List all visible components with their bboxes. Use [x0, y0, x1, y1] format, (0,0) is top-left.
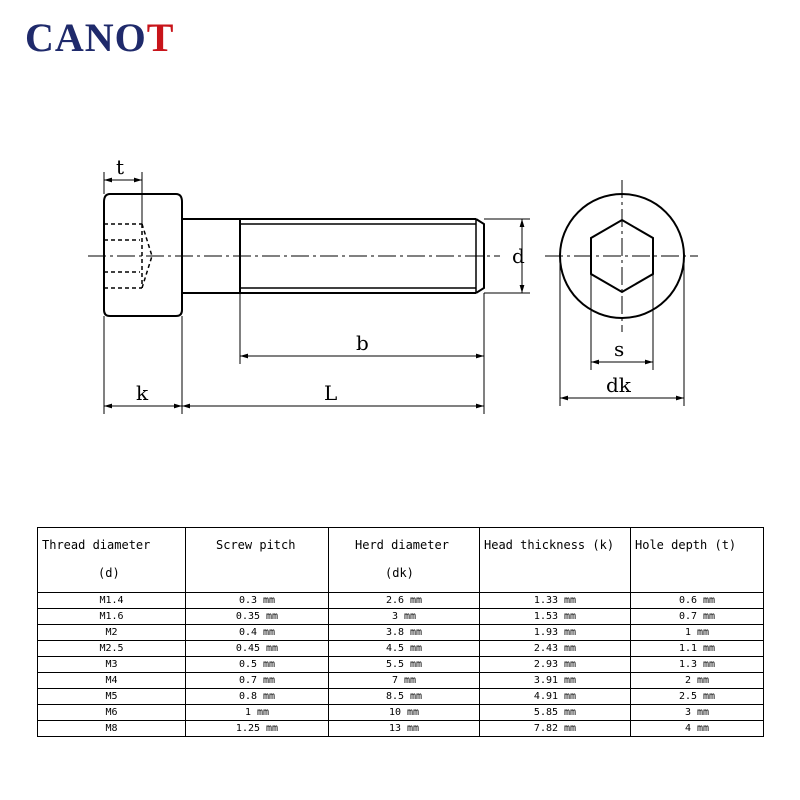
- cell-pitch: 0.4 mm: [185, 624, 329, 641]
- cell-thread: M6: [37, 704, 186, 721]
- size-spec-table: Thread diameter (d) Screw pitch Herd dia…: [37, 527, 764, 737]
- end-view: [545, 180, 698, 332]
- cell-head-diameter: 3.8 mm: [328, 624, 480, 641]
- label-s: s: [614, 337, 624, 361]
- cell-pitch: 1 mm: [185, 704, 329, 721]
- cell-head-thickness: 3.91 mm: [479, 672, 631, 689]
- header-head-diameter-label: Herd diameter: [355, 538, 449, 552]
- cell-hole-depth: 1.1 mm: [630, 640, 764, 657]
- cell-thread: M4: [37, 672, 186, 689]
- cell-head-thickness: 2.93 mm: [479, 656, 631, 673]
- cell-head-diameter: 4.5 mm: [328, 640, 480, 657]
- label-k: k: [136, 381, 149, 405]
- dimension-labels: t d b k L s dk: [116, 155, 632, 405]
- header-head-diameter: Herd diameter (dk): [328, 527, 480, 593]
- cell-thread: M1.6: [37, 608, 186, 625]
- table-row: M5 0.8 mm 8.5 mm 4.91 mm 2.5 mm: [37, 688, 764, 705]
- header-hole-depth-label: Hole depth (t): [635, 538, 737, 552]
- end-dimensions: [559, 256, 685, 406]
- header-head-diameter-symbol: (dk): [385, 566, 414, 580]
- screw-head-outline: [103, 193, 183, 317]
- header-screw-pitch-label: Screw pitch: [216, 538, 296, 552]
- cell-pitch: 0.8 mm: [185, 688, 329, 705]
- cell-thread: M2: [37, 624, 186, 641]
- screw-tip: [475, 218, 485, 294]
- brand-logo: CANOT: [25, 18, 174, 58]
- brand-logo-text-main: CANO: [25, 15, 147, 60]
- cell-thread: M2.5: [37, 640, 186, 657]
- table-row: M2 0.4 mm 3.8 mm 1.93 mm 1 mm: [37, 624, 764, 641]
- table-row: M6 1 mm 10 mm 5.85 mm 3 mm: [37, 704, 764, 721]
- label-t: t: [116, 155, 124, 179]
- cell-hole-depth: 4 mm: [630, 720, 764, 737]
- cell-head-diameter: 8.5 mm: [328, 688, 480, 705]
- side-view: [88, 193, 500, 317]
- header-head-thickness: Head thickness (k): [479, 527, 631, 593]
- cell-thread: M5: [37, 688, 186, 705]
- label-L: L: [324, 381, 337, 405]
- cell-hole-depth: 1 mm: [630, 624, 764, 641]
- cell-hole-depth: 1.3 mm: [630, 656, 764, 673]
- header-thread-diameter-symbol: (d): [98, 566, 120, 580]
- cell-hole-depth: 0.7 mm: [630, 608, 764, 625]
- cell-head-thickness: 5.85 mm: [479, 704, 631, 721]
- header-screw-pitch: Screw pitch: [185, 527, 329, 593]
- cell-hole-depth: 2.5 mm: [630, 688, 764, 705]
- label-dk: dk: [606, 373, 632, 397]
- cell-head-diameter: 10 mm: [328, 704, 480, 721]
- cell-head-thickness: 1.53 mm: [479, 608, 631, 625]
- brand-logo-text-accent: T: [146, 15, 175, 60]
- screw-technical-drawing: t d b k L s dk: [88, 155, 698, 414]
- cell-head-thickness: 4.91 mm: [479, 688, 631, 705]
- label-d: d: [512, 244, 525, 268]
- cell-hole-depth: 3 mm: [630, 704, 764, 721]
- header-thread-diameter: Thread diameter (d): [37, 527, 186, 593]
- cell-thread: M8: [37, 720, 186, 737]
- cell-head-thickness: 2.43 mm: [479, 640, 631, 657]
- cell-pitch: 1.25 mm: [185, 720, 329, 737]
- cell-pitch: 0.7 mm: [185, 672, 329, 689]
- cell-head-thickness: 1.33 mm: [479, 592, 631, 609]
- cell-head-diameter: 13 mm: [328, 720, 480, 737]
- cell-head-diameter: 2.6 mm: [328, 592, 480, 609]
- cell-head-thickness: 1.93 mm: [479, 624, 631, 641]
- table-row: M4 0.7 mm 7 mm 3.91 mm 2 mm: [37, 672, 764, 689]
- cell-head-thickness: 7.82 mm: [479, 720, 631, 737]
- cell-thread: M3: [37, 656, 186, 673]
- side-dimensions: [103, 172, 530, 414]
- table-row: M2.5 0.45 mm 4.5 mm 2.43 mm 1.1 mm: [37, 640, 764, 657]
- header-head-thickness-label: Head thickness (k): [484, 538, 615, 552]
- cell-hole-depth: 0.6 mm: [630, 592, 764, 609]
- cell-pitch: 0.3 mm: [185, 592, 329, 609]
- cell-head-diameter: 5.5 mm: [328, 656, 480, 673]
- table-row: M8 1.25 mm 13 mm 7.82 mm 4 mm: [37, 720, 764, 737]
- header-thread-diameter-label: Thread diameter: [42, 538, 151, 552]
- cell-pitch: 0.45 mm: [185, 640, 329, 657]
- cell-pitch: 0.5 mm: [185, 656, 329, 673]
- table-header-row: Thread diameter (d) Screw pitch Herd dia…: [37, 527, 764, 593]
- cell-head-diameter: 3 mm: [328, 608, 480, 625]
- cell-thread: M1.4: [37, 592, 186, 609]
- table-row: M1.4 0.3 mm 2.6 mm 1.33 mm 0.6 mm: [37, 592, 764, 609]
- cell-pitch: 0.35 mm: [185, 608, 329, 625]
- header-hole-depth: Hole depth (t): [630, 527, 764, 593]
- table-row: M3 0.5 mm 5.5 mm 2.93 mm 1.3 mm: [37, 656, 764, 673]
- cell-hole-depth: 2 mm: [630, 672, 764, 689]
- label-b: b: [356, 331, 369, 355]
- table-row: M1.6 0.35 mm 3 mm 1.53 mm 0.7 mm: [37, 608, 764, 625]
- cell-head-diameter: 7 mm: [328, 672, 480, 689]
